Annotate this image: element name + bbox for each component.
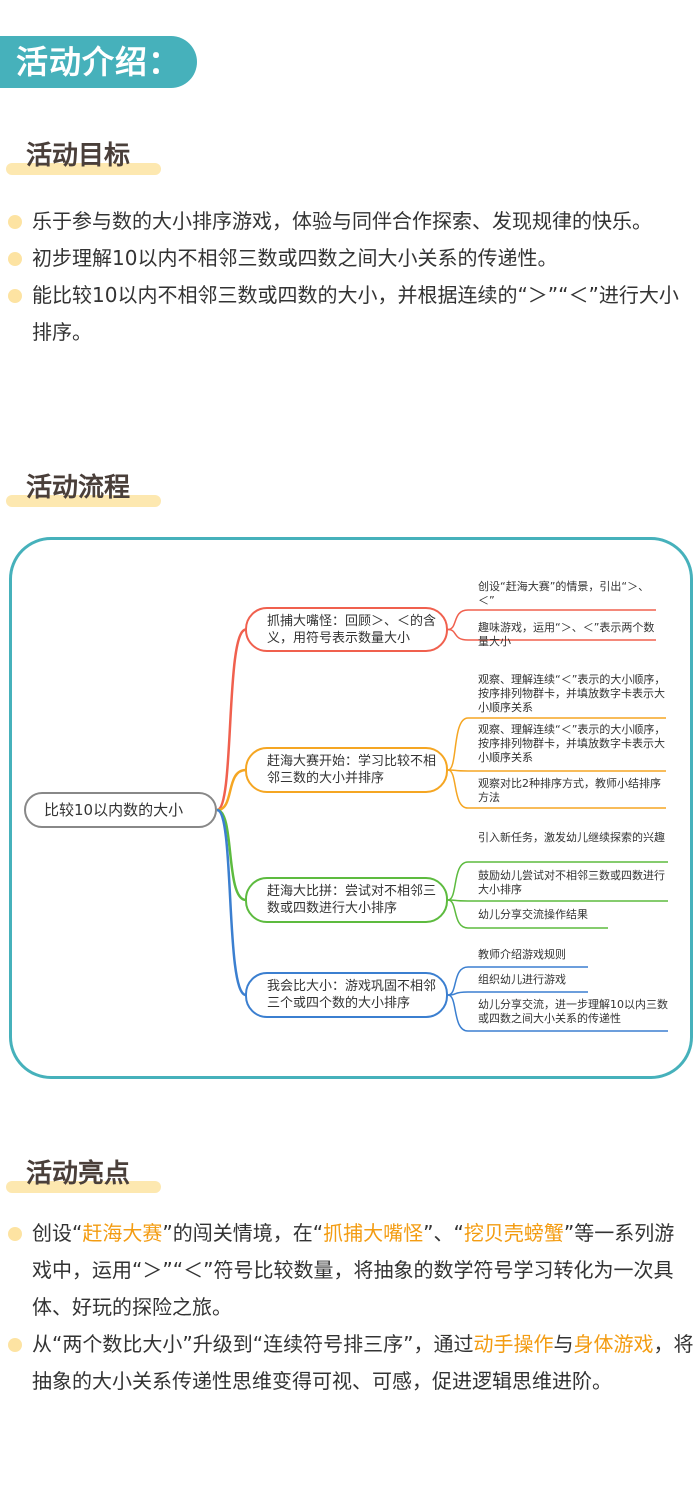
highlight-item: 从“两个数比大小”升级到“连续符号排三序”，通过动手操作与身体游戏，将抽象的大小… [0,1326,700,1400]
bullet-icon [8,252,22,266]
leaf-connector [447,991,588,996]
goal-item: 能比较10以内不相邻三数或四数的大小，并根据连续的“＞”“＜”进行大小排序。 [0,277,700,351]
body-text: ，将抽象的大小关系传递性思维变得可视、可感，促进逻辑思维进阶。 [32,1332,694,1393]
goal-item: 初步理解10以内不相邻三数或四数之间大小关系的传递性。 [0,240,700,277]
root-connector [216,768,247,812]
highlight-text: 抓捕大嘴怪 [323,1221,424,1245]
highlights-list: 创设“赶海大赛”的闯关情境，在“抓捕大嘴怪”、“挖贝壳螃蟹”等一系列游戏中，运用… [0,1215,700,1400]
leaf-text: 组织幼儿进行游戏 [478,973,566,986]
leaf-text: 幼儿分享交流，进一步理解10以内三数或四数之间大小关系的传递性 [478,998,668,1025]
bullet-icon [8,1227,22,1241]
leaf-connector [447,769,666,772]
bullet-icon [8,215,22,229]
leaf-text: 观察、理解连续“＜”表示的大小顺序，按序排列物群卡，并填放数字卡表示大小顺序关系 [478,673,666,714]
leaf-connector [447,861,668,901]
leaf-text: 趣味游戏，运用“＞、＜”表示两个数量大小 [478,621,655,648]
branch-node: 抓捕大嘴怪：回顾＞、＜的含义，用符号表示数量大小 [245,607,448,652]
leaf-text: 创设“赶海大赛”的情景，引出“＞、＜” [478,580,650,607]
highlight-text: 动手操作 [473,1332,554,1356]
leaf-connector [447,628,656,641]
leaf-connector [447,717,666,771]
body-text: 从“两个数比大小”升级到“连续符号排三序”，通过 [32,1332,474,1356]
highlight-item: 创设“赶海大赛”的闯关情境，在“抓捕大嘴怪”、“挖贝壳螃蟹”等一系列游戏中，运用… [0,1215,700,1326]
highlight-text: 身体游戏 [573,1332,654,1356]
bullet-icon [8,289,22,303]
leaf-text: 鼓励幼儿尝试对不相邻三数或四数进行大小排序 [478,869,665,896]
flow-heading: 活动流程 [6,467,161,507]
leaf-connector [447,899,668,902]
section-banner: 活动介绍： [0,36,197,88]
root-connector [216,628,247,812]
branch-node: 我会比大小：游戏巩固不相邻三个或四个数的大小排序 [245,972,448,1018]
branch-node: 赶海大比拼：尝试对不相邻三数或四数进行大小排序 [245,877,448,923]
leaf-connector [447,966,588,996]
goals-list: 乐于参与数的大小排序游戏，体验与同伴合作探索、发现规律的快乐。 初步理解10以内… [0,203,700,351]
mindmap-connectors [216,609,668,1032]
mindmap-root: 比较10以内数的大小 [24,792,217,828]
body-text: 创设“ [32,1221,83,1245]
highlight-text: 挖贝壳螃蟹 [463,1221,564,1245]
mindmap-frame [9,537,693,1079]
body-text: ”的闯关情境，在“ [162,1221,324,1245]
leaf-connector [447,769,666,809]
body-text: ”、“ [423,1221,464,1245]
leaf-connector [447,994,668,1032]
leaf-connector [447,899,608,929]
goal-item: 乐于参与数的大小排序游戏，体验与同伴合作探索、发现规律的快乐。 [0,203,700,240]
leaf-connector [447,609,656,631]
leaf-text: 观察、理解连续“＜”表示的大小顺序，按序排列物群卡，并填放数字卡表示大小顺序关系 [478,723,666,764]
leaf-text: 观察对比2种排序方式，教师小结排序方法 [478,777,661,804]
leaf-text: 引入新任务，激发幼儿继续探索的兴趣 [478,831,665,844]
root-connector [216,808,247,902]
leaf-text: 幼儿分享交流操作结果 [478,908,588,921]
leaf-text: 教师介绍游戏规则 [478,948,566,961]
bullet-icon [8,1338,22,1352]
branch-node: 赶海大赛开始：学习比较不相邻三数的大小并排序 [245,747,448,793]
highlights-heading: 活动亮点 [6,1153,161,1193]
body-text: 与 [553,1332,574,1356]
body-text: ”等一系列游戏中，运用“＞”“＜”符号比较数量，将抽象的数学符号学习转化为一次具… [32,1221,675,1319]
highlight-text: 赶海大赛 [82,1221,163,1245]
goals-heading: 活动目标 [6,135,161,175]
root-connector [216,808,247,997]
